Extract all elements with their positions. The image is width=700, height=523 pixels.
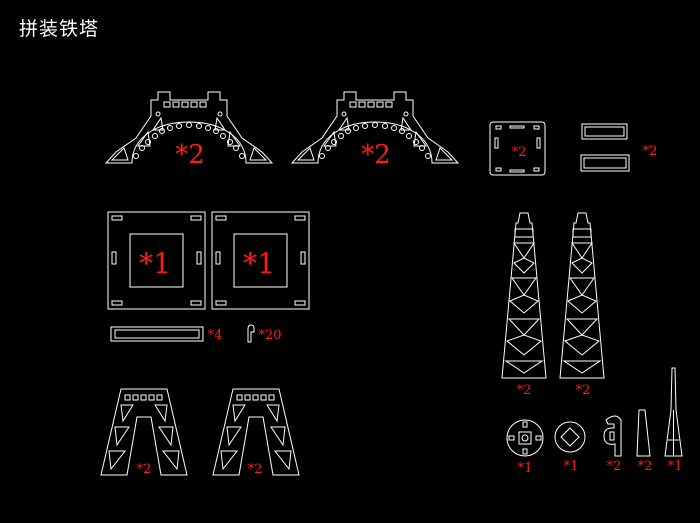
square-plate-part <box>489 121 546 176</box>
qty-clip: *2 <box>607 459 622 474</box>
qty-platform-right: *1 <box>243 247 275 280</box>
small-strips-part <box>580 123 630 172</box>
qty-base-left: *2 <box>137 462 152 477</box>
qty-long-strip: *4 <box>208 328 223 343</box>
qty-spire: *1 <box>668 459 683 474</box>
disc-part-b <box>554 421 586 453</box>
qty-square-plate: *2 <box>512 145 527 160</box>
qty-small-strips: *2 <box>643 144 658 159</box>
qty-arch-left: *2 <box>175 140 205 170</box>
clip-part <box>603 415 622 457</box>
drawing-title: 拼装铁塔 <box>19 18 100 40</box>
qty-disc-a: *1 <box>518 461 533 476</box>
qty-hook: *20 <box>258 328 281 343</box>
disc-part-a <box>506 419 544 457</box>
spire-part <box>664 367 683 457</box>
qty-platform-left: *1 <box>139 247 171 280</box>
qty-disc-b: *1 <box>564 459 579 474</box>
qty-arch-right: *2 <box>361 140 391 170</box>
qty-leg-left: *2 <box>517 383 532 398</box>
qty-base-right: *2 <box>248 462 263 477</box>
wedge-part <box>636 409 651 457</box>
qty-wedge: *2 <box>638 459 653 474</box>
hook-part <box>247 324 255 343</box>
leg-part-left <box>501 212 547 379</box>
long-strip-part <box>110 326 204 342</box>
leg-part-right <box>559 212 605 379</box>
qty-leg-right: *2 <box>576 383 591 398</box>
